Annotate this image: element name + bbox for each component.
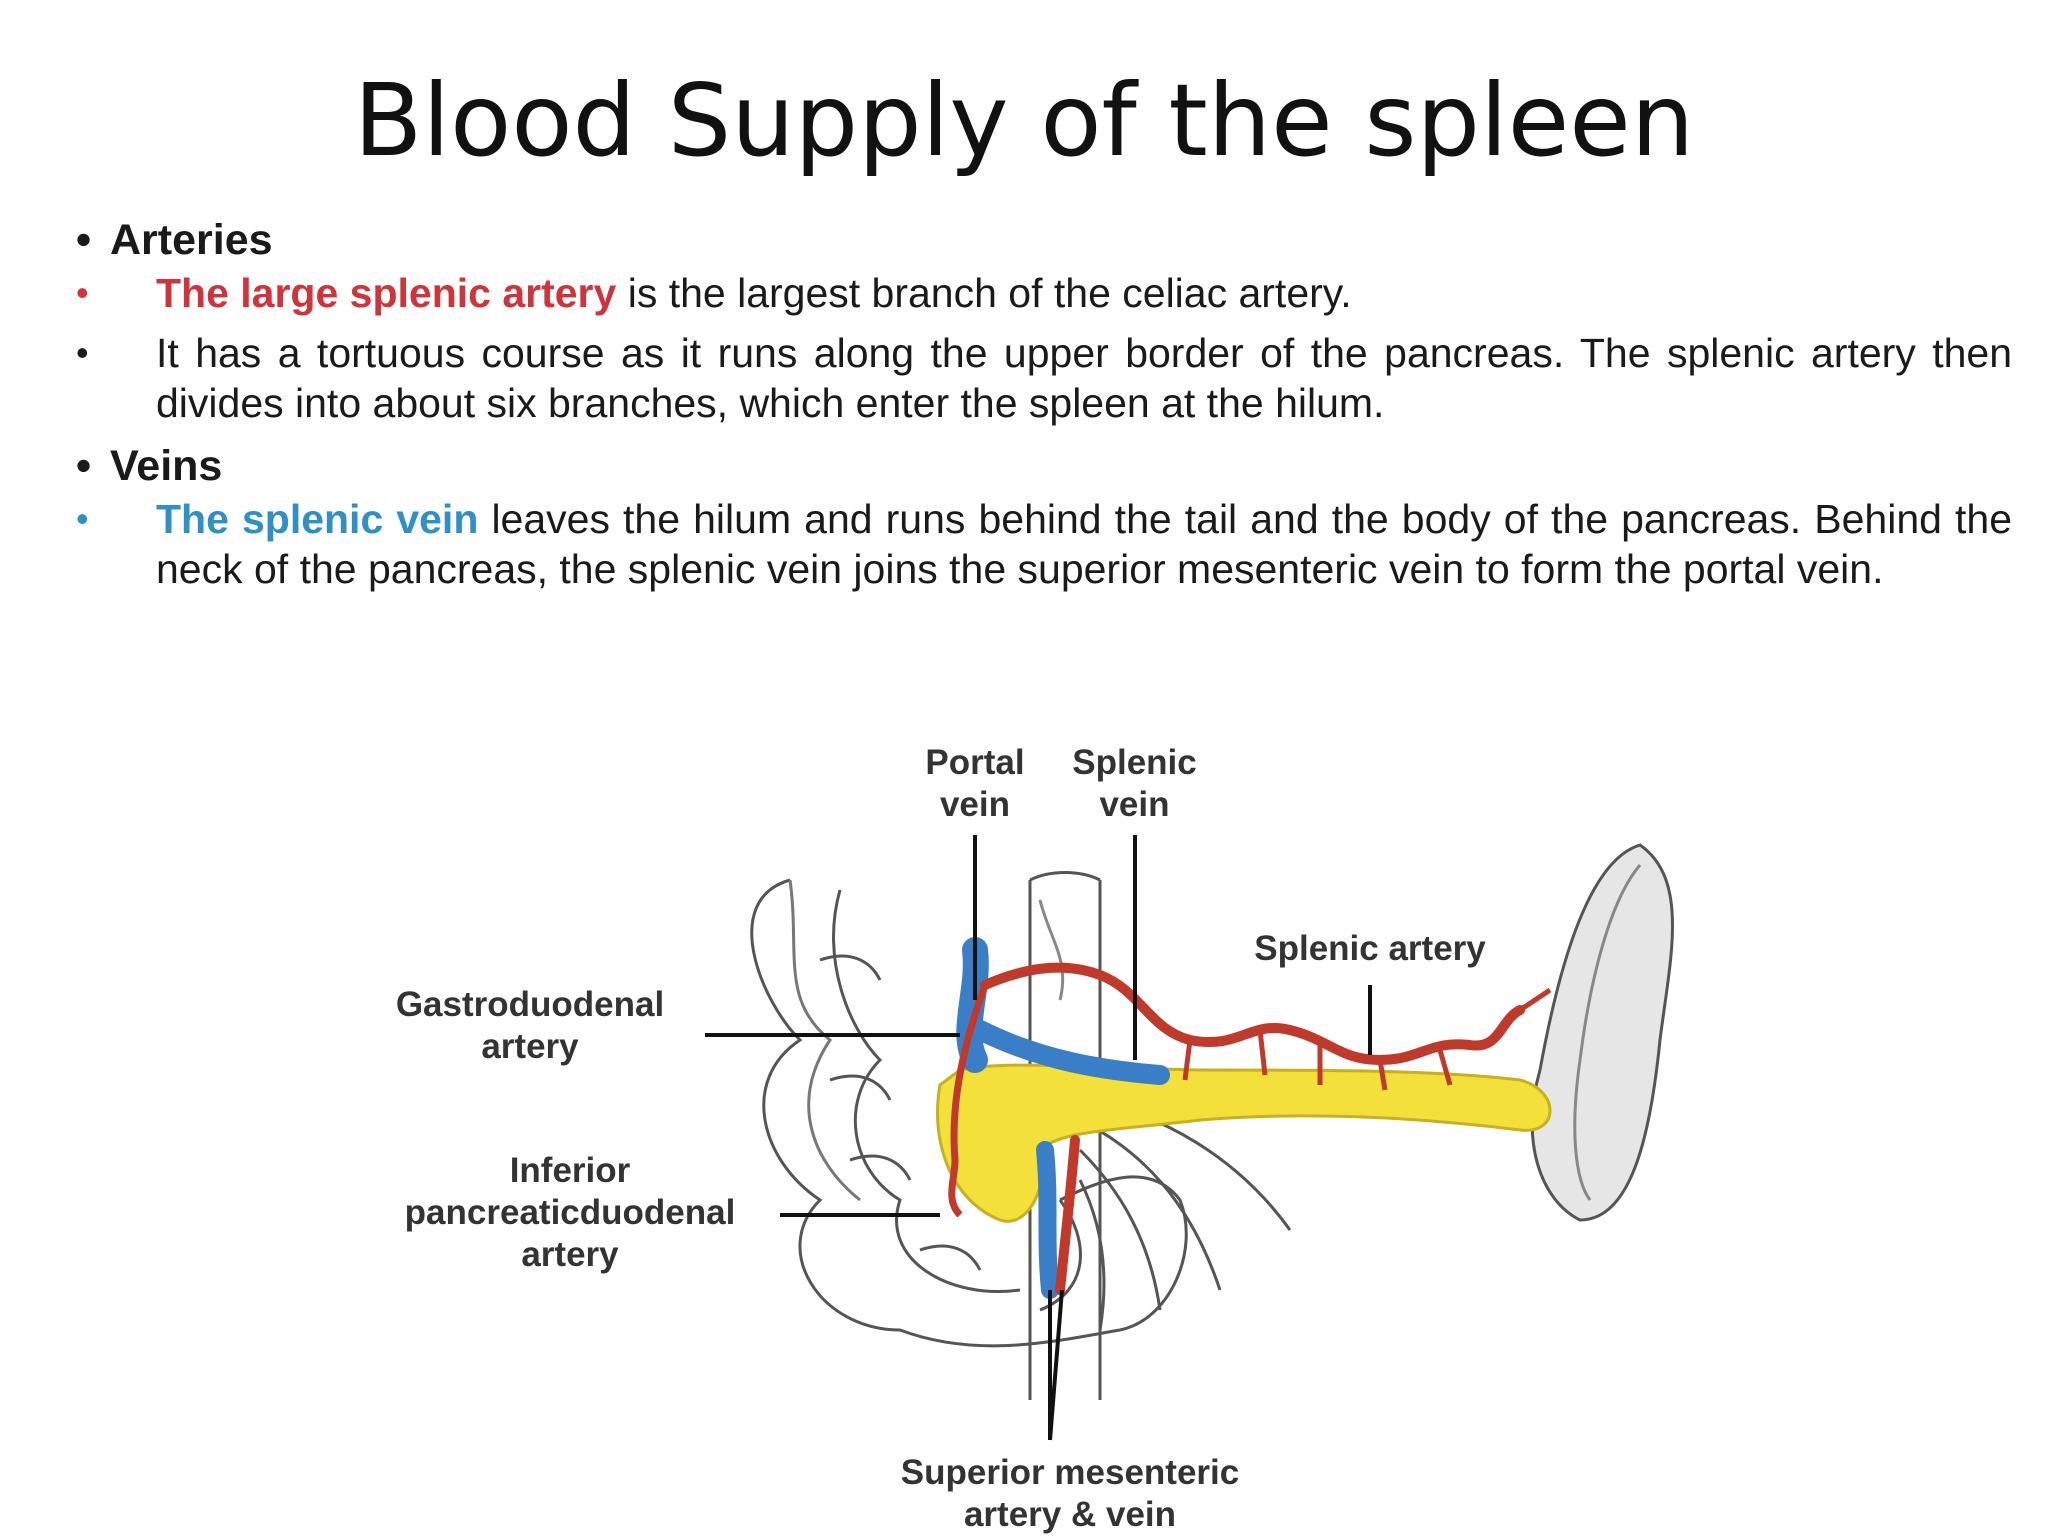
duodenum-outline [750, 878, 1121, 1348]
label-splenic-vein: Splenic vein [1072, 743, 1197, 824]
bullet-list: Arteries • The large splenic artery is t… [72, 212, 2012, 604]
pancreas [936, 1063, 1552, 1223]
duodenum-inner [832, 889, 1021, 1293]
bullet-dot: • [76, 498, 89, 539]
label-portal-vein: Portal vein [925, 743, 1025, 824]
veins-item-1-text: leaves the hilum and runs behind the tai… [156, 496, 2012, 592]
arteries-item-2-text: It has a tortuous course as it runs alon… [156, 330, 2012, 426]
bullet-dot: • [76, 332, 89, 373]
superior-mesenteric-vein [1036, 1141, 1059, 1299]
spleen-outline [1530, 843, 1674, 1222]
label-superior-mesenteric: Superior mesenteric artery & vein [900, 1453, 1240, 1534]
arteries-heading: Arteries [72, 212, 2012, 268]
splenic-vein-highlight: The splenic vein [156, 496, 479, 542]
superior-mesenteric-artery [1055, 1135, 1080, 1295]
arteries-item-2: • It has a tortuous course as it runs al… [72, 328, 2012, 428]
slide-title: Blood Supply of the spleen [353, 62, 1695, 179]
veins-heading: Veins [72, 438, 2012, 494]
gastroduodenal-artery [948, 983, 989, 1218]
leader-smv [1048, 1289, 1064, 1441]
splenic-artery [980, 962, 1525, 1066]
arteries-item-1: • The large splenic artery is the larges… [72, 268, 2012, 318]
bullet-dot: • [76, 272, 89, 313]
splenic-artery-highlight: The large splenic artery [156, 270, 617, 316]
label-inferior-pancreaticduodenal-artery: Inferior pancreaticduodenal artery [404, 1151, 736, 1274]
portal-vein [956, 937, 989, 1073]
arteries-item-1-text: is the largest branch of the celiac arte… [616, 270, 1352, 316]
label-gastroduodenal-artery: Gastroduodenal artery [395, 985, 665, 1066]
aorta-outline [1028, 880, 1102, 1400]
label-splenic-artery: Splenic artery [1254, 929, 1486, 968]
splenic-vein [970, 1020, 1170, 1085]
veins-item-1: • The splenic vein leaves the hilum and … [72, 494, 2012, 594]
